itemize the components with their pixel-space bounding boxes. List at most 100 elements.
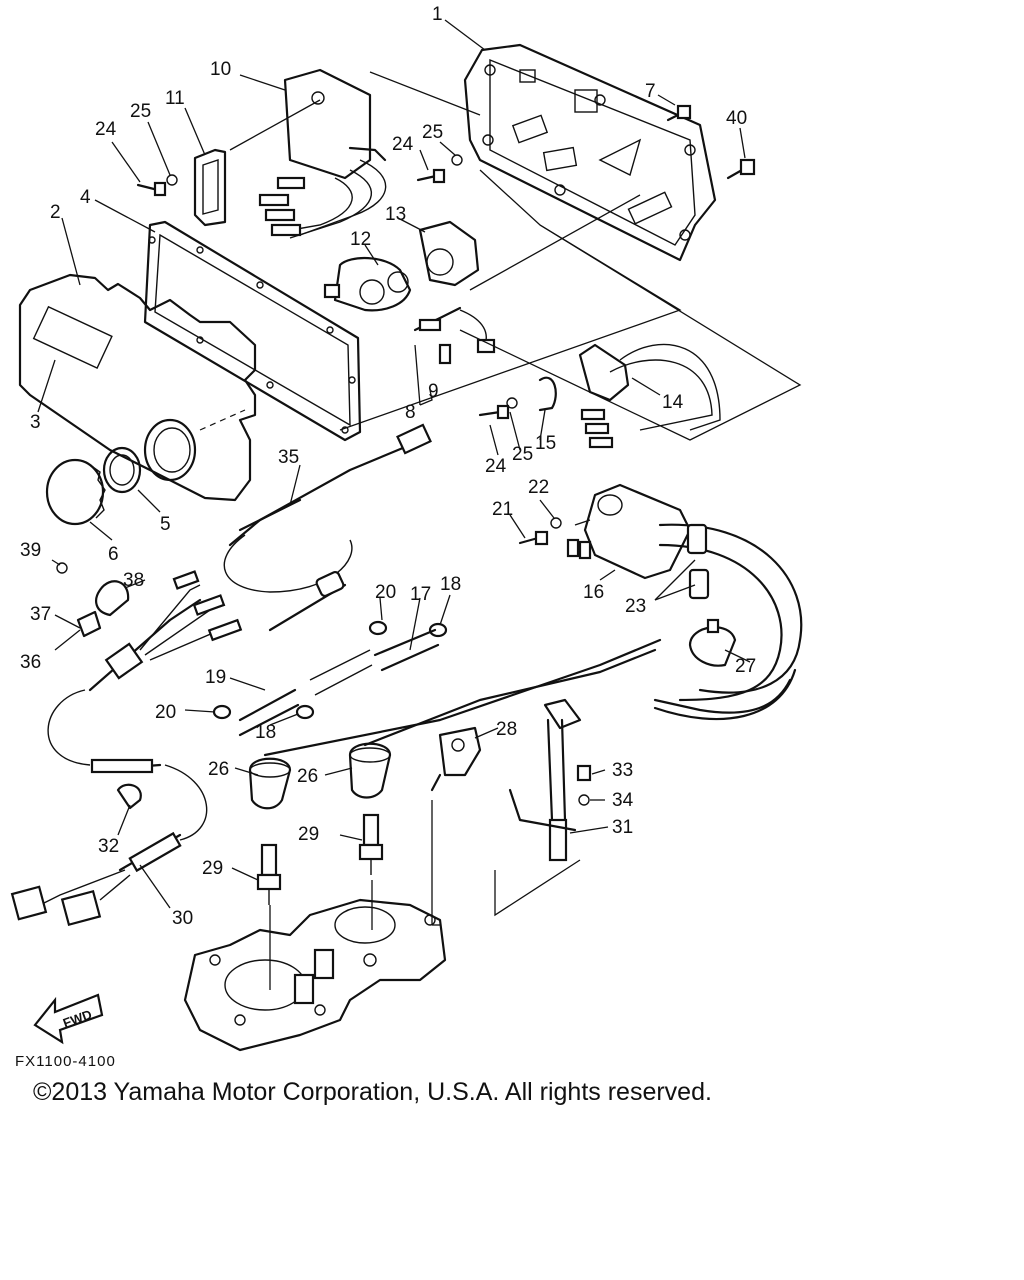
part-32-clamp	[116, 783, 142, 810]
callout-29a: 29	[298, 824, 319, 845]
callout-3: 3	[30, 412, 41, 433]
part-20-clamp-upper	[368, 620, 388, 636]
part-35-lead	[223, 423, 432, 593]
callout-37: 37	[30, 604, 51, 625]
callout-39: 39	[20, 540, 41, 561]
callout-20b: 20	[155, 702, 176, 723]
callout-22: 22	[528, 477, 549, 498]
callout-27: 27	[735, 656, 756, 677]
part-19-hose	[238, 688, 300, 737]
callout-25b: 25	[422, 122, 443, 143]
callout-21: 21	[492, 499, 513, 520]
callout-24c: 24	[485, 456, 507, 477]
callout-31: 31	[612, 817, 633, 838]
battery-lead	[268, 570, 347, 632]
part-20-clamp-lower	[212, 704, 232, 720]
cylinder-head	[183, 898, 447, 1052]
part-30-harness	[10, 758, 208, 927]
callout-24b: 24	[392, 134, 414, 155]
wire-harness-36	[47, 570, 243, 766]
washer-25-left	[166, 174, 178, 186]
callout-35: 35	[278, 447, 299, 468]
part-8-lead-wire	[413, 306, 496, 354]
part-18-clamp-lower	[295, 704, 315, 720]
part-26-plug-cap-right	[348, 742, 392, 799]
part-17-hose	[309, 628, 440, 696]
screw-24-left	[136, 181, 167, 197]
screw-40	[726, 158, 756, 180]
part-5-o-ring	[102, 446, 142, 494]
part-39-screw	[56, 562, 68, 574]
callout-28: 28	[496, 719, 517, 740]
callout-30: 30	[172, 908, 193, 929]
callout-11: 11	[165, 88, 185, 109]
part-38-clamp	[95, 580, 130, 617]
part-13-coupler	[418, 220, 480, 287]
washer-25-mid	[451, 154, 463, 166]
callout-4: 4	[80, 187, 91, 208]
callout-17: 17	[410, 584, 431, 605]
part-4-gasket	[143, 220, 362, 442]
screw-7	[666, 104, 692, 122]
washer-22	[550, 517, 562, 529]
callout-18a: 18	[440, 574, 461, 595]
copyright-notice: ©2013 Yamaha Motor Corporation, U.S.A. A…	[33, 1078, 712, 1106]
part-12-sensor	[323, 256, 412, 312]
part-15-clamp	[538, 376, 557, 412]
diagram-code: FX1100-4100	[15, 1053, 116, 1070]
part-6-cap	[45, 458, 106, 526]
screw-24-mid	[416, 168, 446, 184]
part-16-ignition-coil	[566, 483, 692, 580]
callout-33: 33	[612, 760, 633, 781]
part-29-spark-plug-left	[256, 843, 282, 905]
callout-8: 8	[405, 402, 416, 423]
part-37-spacer	[76, 610, 102, 638]
part-28-bracket	[430, 726, 482, 792]
high-tension-leads	[263, 523, 803, 757]
callout-16: 16	[583, 582, 604, 603]
callout-13: 13	[385, 204, 406, 225]
callout-10: 10	[210, 59, 231, 80]
reference-lines	[199, 71, 802, 990]
part-34-washer	[578, 794, 590, 806]
part-1-electrical-box-base	[463, 43, 717, 262]
callout-29b: 29	[202, 858, 223, 879]
part-9-fuse	[438, 343, 452, 365]
callout-5: 5	[160, 514, 171, 535]
callout-12: 12	[350, 229, 371, 250]
screw-21	[518, 530, 549, 546]
callout-labels: 1 2 3 4 5 6 7 8 9 10 11 12 13 14 15 16 1…	[20, 4, 756, 929]
part-11-bracket	[193, 148, 227, 227]
callout-23: 23	[625, 596, 646, 617]
callout-2: 2	[50, 202, 61, 223]
callout-15: 15	[535, 433, 556, 454]
callout-7: 7	[645, 81, 656, 102]
callout-26b: 26	[297, 766, 318, 787]
part-33-bolt	[576, 764, 592, 782]
callout-32: 32	[98, 836, 119, 857]
callout-36: 36	[20, 652, 41, 673]
callout-19: 19	[205, 667, 226, 688]
part-27-clamp	[688, 618, 737, 667]
screw-24-right	[478, 404, 510, 420]
washer-25-right	[506, 397, 518, 409]
callout-6: 6	[108, 544, 119, 565]
part-14-stator-lead	[578, 343, 721, 449]
part-23-grommet-lower	[688, 568, 710, 600]
callout-24a: 24	[95, 119, 117, 140]
callout-9: 9	[428, 381, 439, 402]
callout-26a: 26	[208, 759, 229, 780]
callout-1: 1	[432, 4, 443, 25]
callout-14: 14	[662, 392, 684, 413]
part-23-grommet-upper	[686, 523, 708, 555]
callout-34: 34	[612, 790, 634, 811]
part-18-clamp-upper	[428, 622, 448, 638]
callout-25a: 25	[130, 101, 151, 122]
callout-20a: 20	[375, 582, 396, 603]
fwd-arrow-icon: FWD	[33, 993, 104, 1045]
part-10-rectifier-regulator	[258, 68, 387, 239]
leader-lines	[37, 19, 751, 909]
callout-38: 38	[123, 570, 144, 591]
callout-25c: 25	[512, 444, 533, 465]
